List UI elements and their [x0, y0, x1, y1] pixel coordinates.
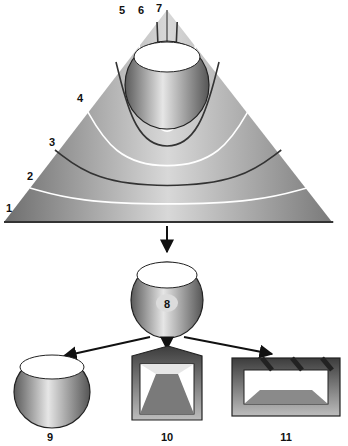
rectangular-tube — [232, 358, 340, 416]
callout-number: 3 — [49, 137, 55, 148]
callout-number: 5 — [119, 5, 125, 16]
welded-tube — [131, 262, 203, 338]
callout-number: 2 — [27, 171, 33, 182]
forming-stages — [4, 10, 333, 222]
callout-number: 7 — [156, 3, 162, 14]
forming-strip — [55, 150, 281, 185]
callout-number: 10 — [161, 432, 173, 443]
round-tube — [14, 355, 90, 428]
closed-tube — [125, 41, 209, 129]
callout-number: 4 — [77, 93, 83, 104]
callout-number: 9 — [47, 432, 53, 443]
callout-number: 8 — [164, 299, 170, 310]
flow-arrow — [166, 226, 168, 252]
callout-number: 11 — [280, 432, 292, 443]
seam-line — [167, 10, 168, 42]
tube-opening — [134, 42, 200, 72]
strip-fan — [4, 10, 332, 222]
callout-number: 6 — [138, 5, 144, 16]
square-tube — [132, 346, 202, 420]
forming-strip — [30, 188, 307, 204]
forming-strip — [4, 221, 333, 223]
callout-number: 1 — [6, 203, 12, 214]
